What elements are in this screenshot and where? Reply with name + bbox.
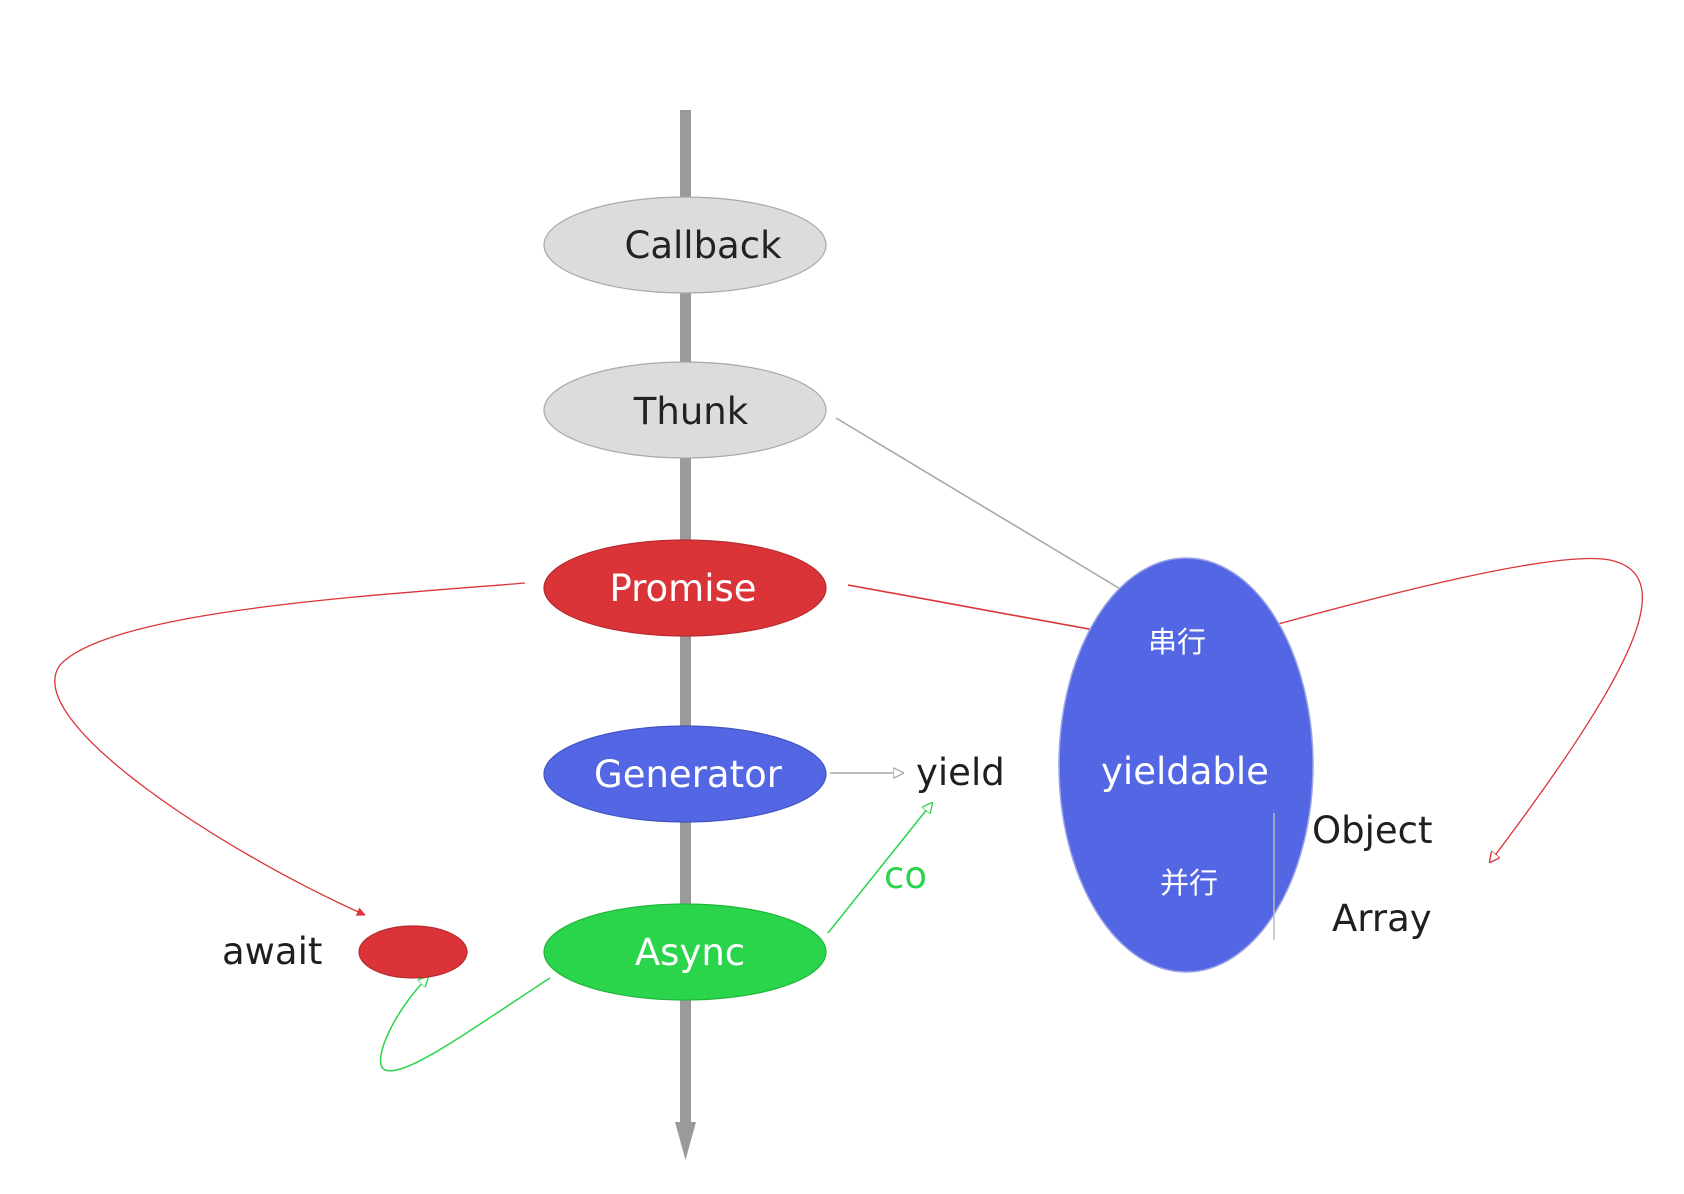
thunk-node: Thunk xyxy=(543,361,827,459)
yieldable-label: yieldable xyxy=(1101,750,1269,793)
promise-label: Promise xyxy=(609,567,756,610)
generator-ellipse xyxy=(543,725,827,823)
timeline-arrowhead-icon xyxy=(675,1122,696,1160)
object-label: Object xyxy=(1312,809,1433,852)
promise-node: Promise xyxy=(543,539,827,637)
parallel-label: 并行 xyxy=(1160,866,1218,900)
edge-thunk-to-serial xyxy=(835,417,1142,602)
generator-label: Generator xyxy=(594,753,783,796)
generator-node: Generator xyxy=(543,725,827,823)
array-label: Array xyxy=(1332,897,1432,940)
thunk-label: Thunk xyxy=(633,390,749,433)
yieldable-ellipse xyxy=(1058,557,1314,973)
promise-ellipse xyxy=(543,539,827,637)
edge-async-to-yield xyxy=(827,803,932,934)
edge-serial-to-object xyxy=(1241,557,1643,862)
edges xyxy=(54,417,1643,1072)
serial-label: 串行 xyxy=(1148,625,1206,659)
async-ellipse xyxy=(543,903,827,1001)
edge-promise-to-await xyxy=(54,582,526,916)
co-label: co xyxy=(884,854,927,897)
edge-async-to-await xyxy=(379,977,551,1072)
await-node xyxy=(358,925,468,979)
edge-promise-to-serial xyxy=(847,584,1128,639)
yield-label: yield xyxy=(916,751,1005,794)
async-node: Async xyxy=(543,903,827,1001)
thunk-ellipse xyxy=(543,361,827,459)
await-label: await xyxy=(222,930,322,973)
callback-ellipse xyxy=(543,196,827,294)
callback-label: Callback xyxy=(625,224,783,267)
async-label: Async xyxy=(635,931,745,974)
callback-node: Callback xyxy=(543,196,827,294)
yieldable-node: 串行 yieldable 并行 xyxy=(1058,557,1314,973)
await-dot xyxy=(358,925,468,979)
